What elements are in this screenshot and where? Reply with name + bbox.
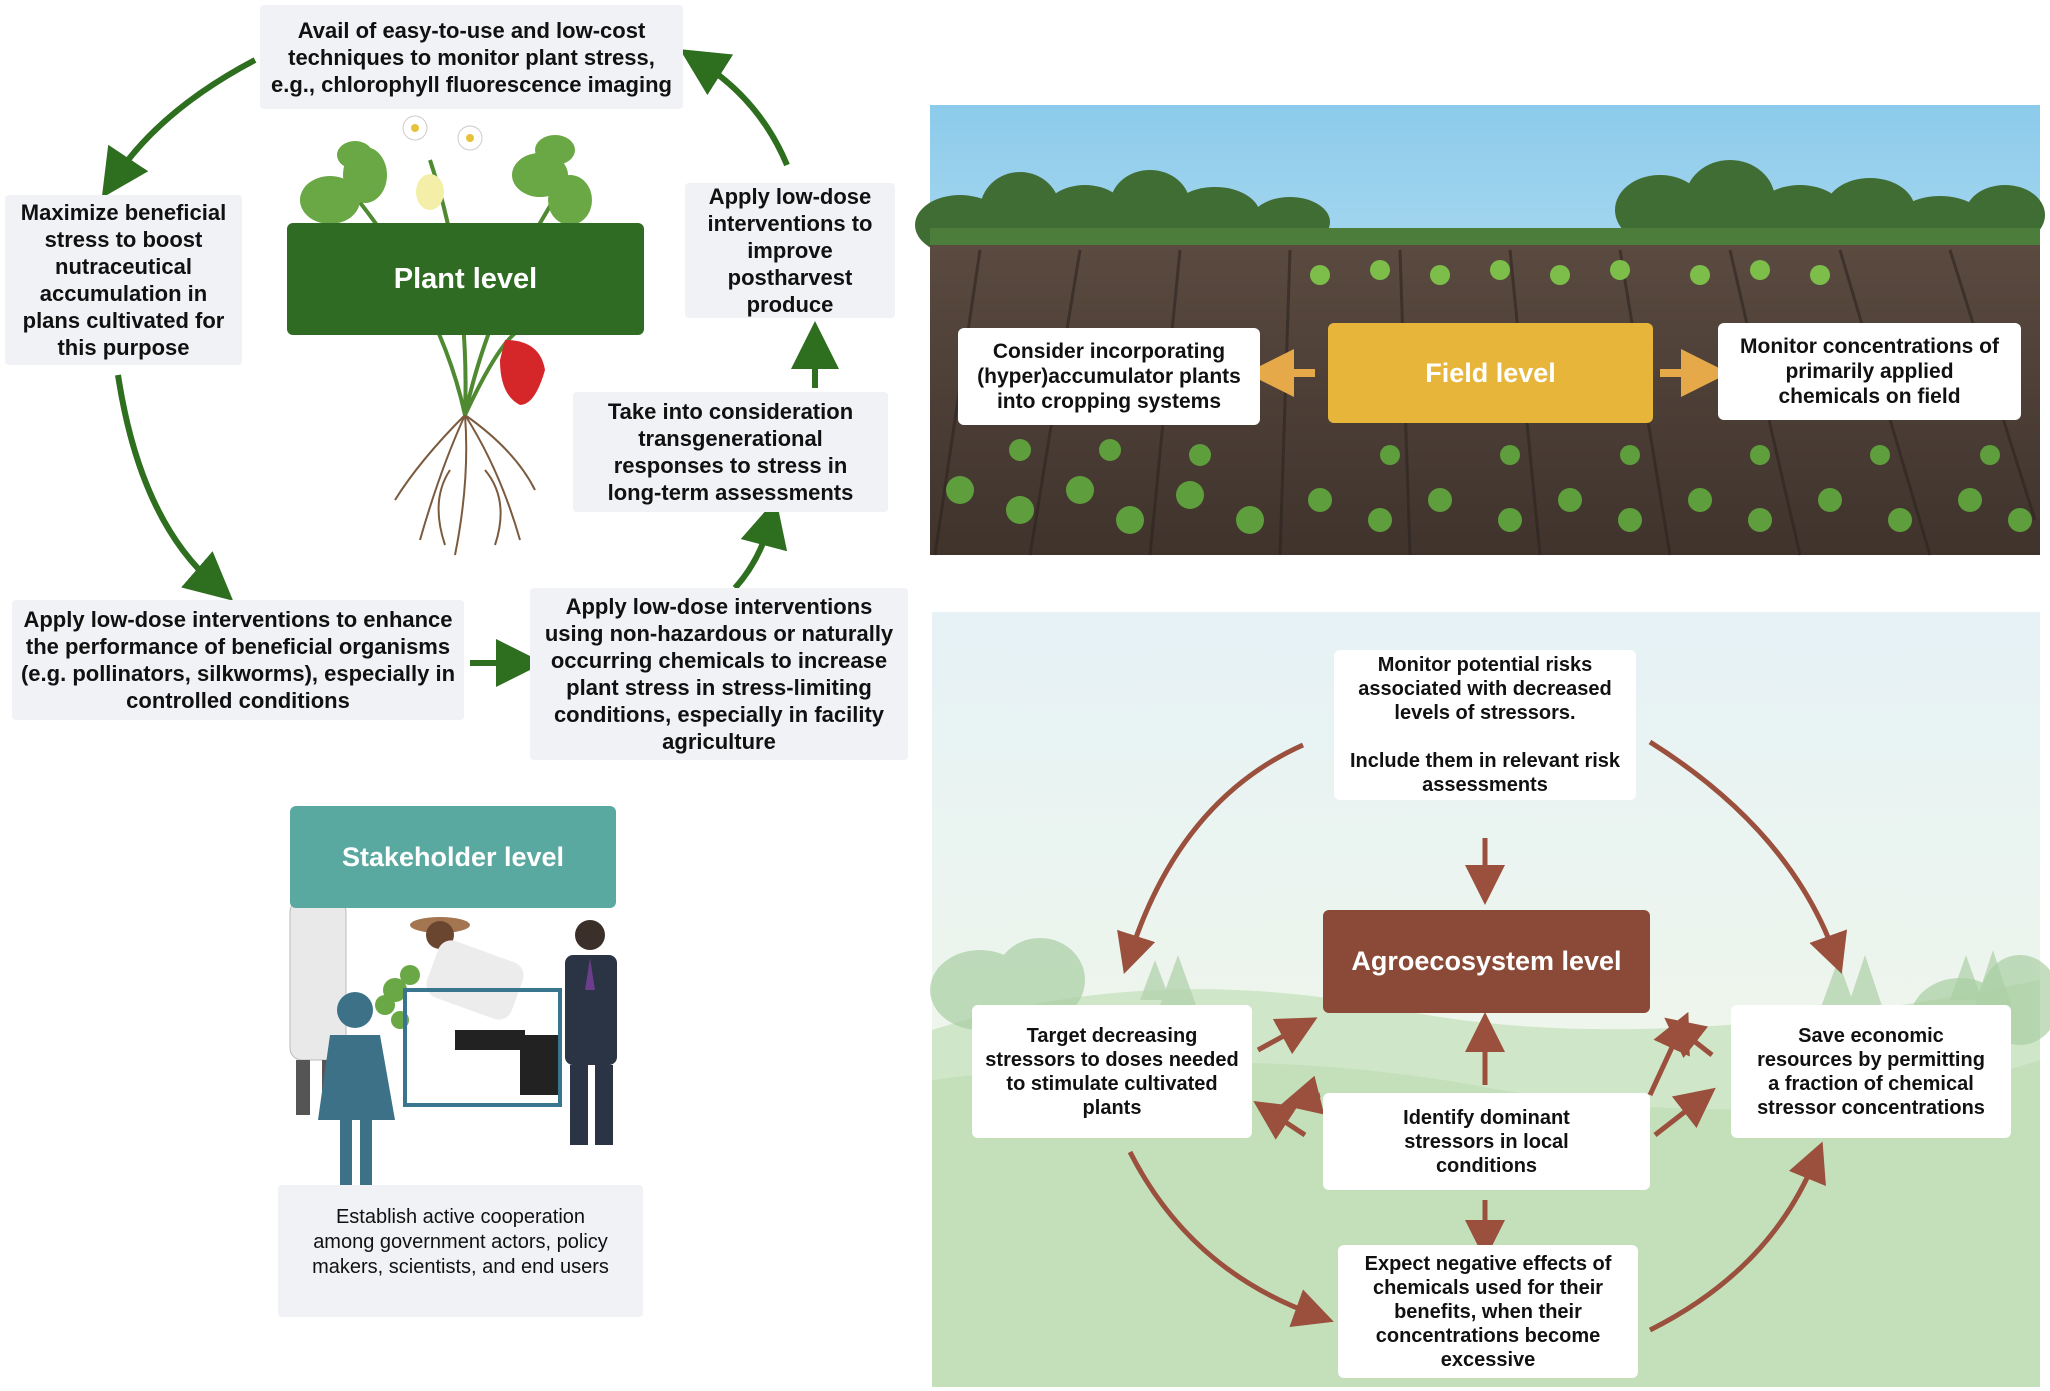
box-monitor-field: Monitor concentrations of primarily appl… — [1718, 323, 2021, 420]
arrow-postharvest-to-monitor — [679, 49, 790, 167]
box-beneficial-organisms: Apply low-dose interventions to enhance … — [12, 600, 464, 720]
box-monitor-risks: Monitor potential risks associated with … — [1334, 650, 1636, 800]
arrow-monitor-to-maximize — [101, 57, 257, 199]
arrow-center-left — [1253, 1101, 1307, 1140]
arrow-left-to-bottom — [1127, 1150, 1334, 1328]
box-postharvest: Apply low-dose interventions to improve … — [685, 183, 895, 318]
arrow-left-to-agro — [1256, 1017, 1318, 1055]
box-transgenerational: Take into consideration transgenerationa… — [573, 392, 888, 512]
arrow-right-to-agro — [1664, 1017, 1714, 1059]
stakeholder-level-label: Stakeholder level — [290, 806, 616, 908]
arrow-top-to-left — [1117, 742, 1305, 975]
plant-level-label: Plant level — [287, 223, 644, 335]
arrow-bottom-to-right — [1648, 1141, 1826, 1333]
arrow-top-to-right — [1648, 739, 1848, 974]
arrow-nonhazard-to-transgen — [732, 498, 788, 590]
box-maximize-stress: Maximize beneficial stress to boost nutr… — [5, 195, 242, 365]
box-target-decreasing: Target decreasing stressors to doses nee… — [972, 1005, 1252, 1138]
agroecosystem-level-label: Agroecosystem level — [1323, 910, 1650, 1013]
box-identify-stressors: Identify dominant stressors in local con… — [1323, 1093, 1650, 1190]
box-hyperaccumulator: Consider incorporating (hyper)accumulato… — [958, 328, 1260, 425]
box-non-hazardous: Apply low-dose interventions using non-h… — [530, 588, 908, 760]
arrow-center-upright — [1647, 1011, 1690, 1097]
box-save-resources: Save economic resources by permitting a … — [1731, 1005, 2011, 1138]
arrow-center-upleft — [1280, 1075, 1325, 1115]
box-cooperation: Establish active cooperation among gover… — [278, 1185, 643, 1317]
field-level-label: Field level — [1328, 323, 1653, 423]
arrow-maximize-to-beneficial — [115, 374, 234, 601]
box-monitor-stress: Avail of easy-to-use and low-cost techni… — [260, 5, 683, 109]
box-negative-effects: Expect negative effects of chemicals use… — [1338, 1245, 1638, 1378]
arrow-center-right — [1653, 1087, 1716, 1137]
